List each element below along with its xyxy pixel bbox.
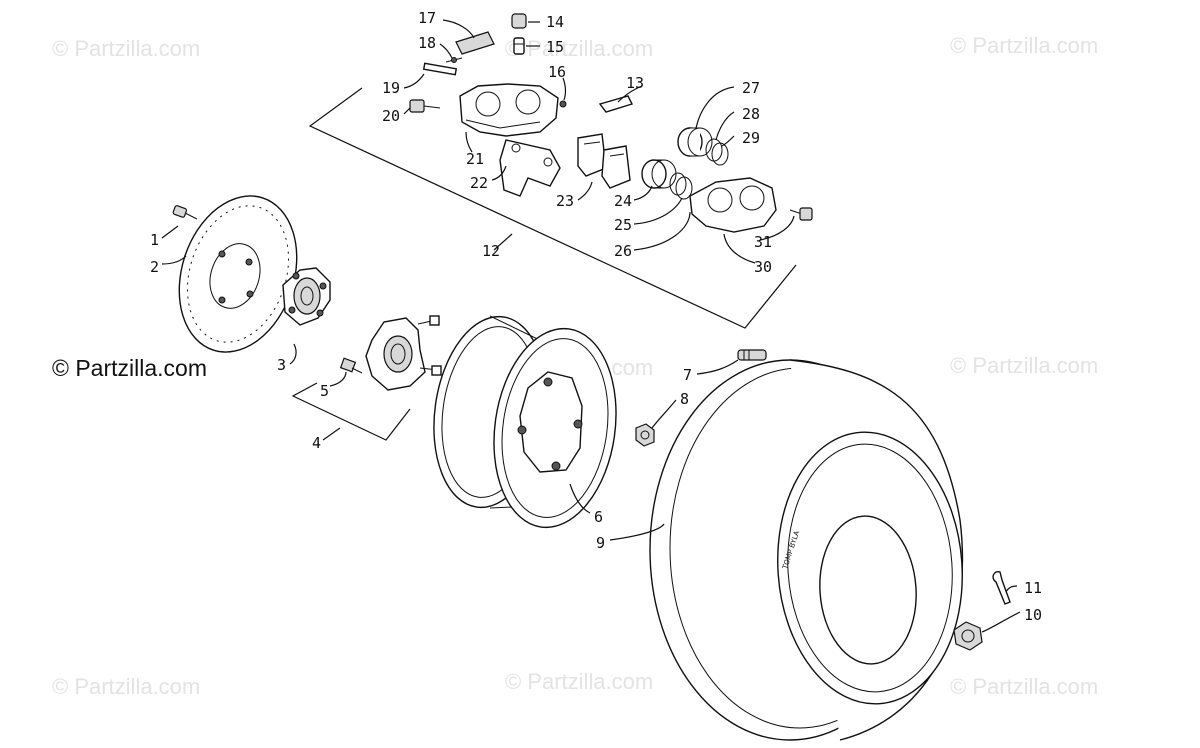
piston-seal-upper <box>705 138 729 166</box>
piston-seal-lower <box>669 172 693 200</box>
watermark-bottom-left: © Partzilla.com <box>52 674 201 699</box>
callout-21: 21 <box>466 150 484 168</box>
caliper-outer-bolt <box>789 207 813 221</box>
wheel-rim <box>433 315 617 529</box>
axle-nut <box>953 621 983 651</box>
wheel-hub <box>282 267 331 326</box>
watermark-top-right: © Partzilla.com <box>950 33 1099 58</box>
pad-spring <box>598 95 633 113</box>
callout-8: 8 <box>680 390 689 408</box>
watermark-top-left: © Partzilla.com <box>52 36 201 61</box>
caliper-housing-outer <box>689 177 777 233</box>
bleeder-cap <box>511 13 527 29</box>
wheel-stud <box>339 357 363 374</box>
caliper-piston-lower <box>641 159 677 189</box>
watermark-bottom-center: © Partzilla.com <box>505 669 654 694</box>
valve-stem <box>737 349 767 361</box>
callout-6: 6 <box>594 508 603 526</box>
callout-27: 27 <box>742 79 760 97</box>
callout-17: 17 <box>418 9 436 27</box>
callout-10: 10 <box>1024 606 1042 624</box>
callout-15: 15 <box>546 38 564 56</box>
callout-13: 13 <box>626 74 644 92</box>
caliper-pin <box>422 62 458 76</box>
callout-22: 22 <box>470 174 488 192</box>
callout-24: 24 <box>614 192 632 210</box>
retainer-pin <box>445 57 463 63</box>
callout-12: 12 <box>482 242 500 260</box>
callout-20: 20 <box>382 107 400 125</box>
hub-adapter <box>365 315 442 391</box>
callout-30: 30 <box>754 258 772 276</box>
caliper-assembly-bracket <box>308 87 797 329</box>
callout-9: 9 <box>596 534 605 552</box>
lug-nut <box>635 423 655 447</box>
callout-3: 3 <box>277 356 286 374</box>
callout-5: 5 <box>320 382 329 400</box>
leader-lines <box>161 19 1021 633</box>
watermark-bottom-right: © Partzilla.com <box>950 674 1099 699</box>
cotter-pin <box>992 570 1011 605</box>
watermark-bold-left: © Partzilla.com <box>52 355 207 381</box>
callout-28: 28 <box>742 105 760 123</box>
callout-4: 4 <box>312 434 321 452</box>
caliper-bracket-plate <box>499 139 561 197</box>
callout-29: 29 <box>742 129 760 147</box>
callout-7: 7 <box>683 366 692 384</box>
callout-23: 23 <box>556 192 574 210</box>
callout-1: 1 <box>150 231 159 249</box>
callout-11: 11 <box>1024 579 1042 597</box>
hub-assembly-bracket <box>291 382 411 441</box>
pad-retainer <box>455 31 495 55</box>
caliper-piston-upper <box>677 127 713 157</box>
callout-25: 25 <box>614 216 632 234</box>
callout-16: 16 <box>548 63 566 81</box>
callout-18: 18 <box>418 34 436 52</box>
caliper-housing-inner <box>459 83 559 137</box>
callout-14: 14 <box>546 13 564 31</box>
watermark-middle-right: © Partzilla.com <box>950 353 1099 378</box>
bleeder-valve <box>513 37 525 55</box>
tire: TOMP BYLA <box>649 359 964 741</box>
callout-26: 26 <box>614 242 632 260</box>
callout-31: 31 <box>754 233 772 251</box>
watermark-top-center: © Partzilla.com <box>505 36 654 61</box>
caliper-plug <box>559 100 567 108</box>
callout-19: 19 <box>382 79 400 97</box>
callout-labels: 1 2 3 4 5 6 7 8 9 10 11 12 13 14 15 16 1… <box>150 9 1042 624</box>
caliper-mount-bolt <box>409 99 441 113</box>
disc-bolt <box>172 205 198 220</box>
brake-pads <box>577 133 631 189</box>
callout-2: 2 <box>150 258 159 276</box>
